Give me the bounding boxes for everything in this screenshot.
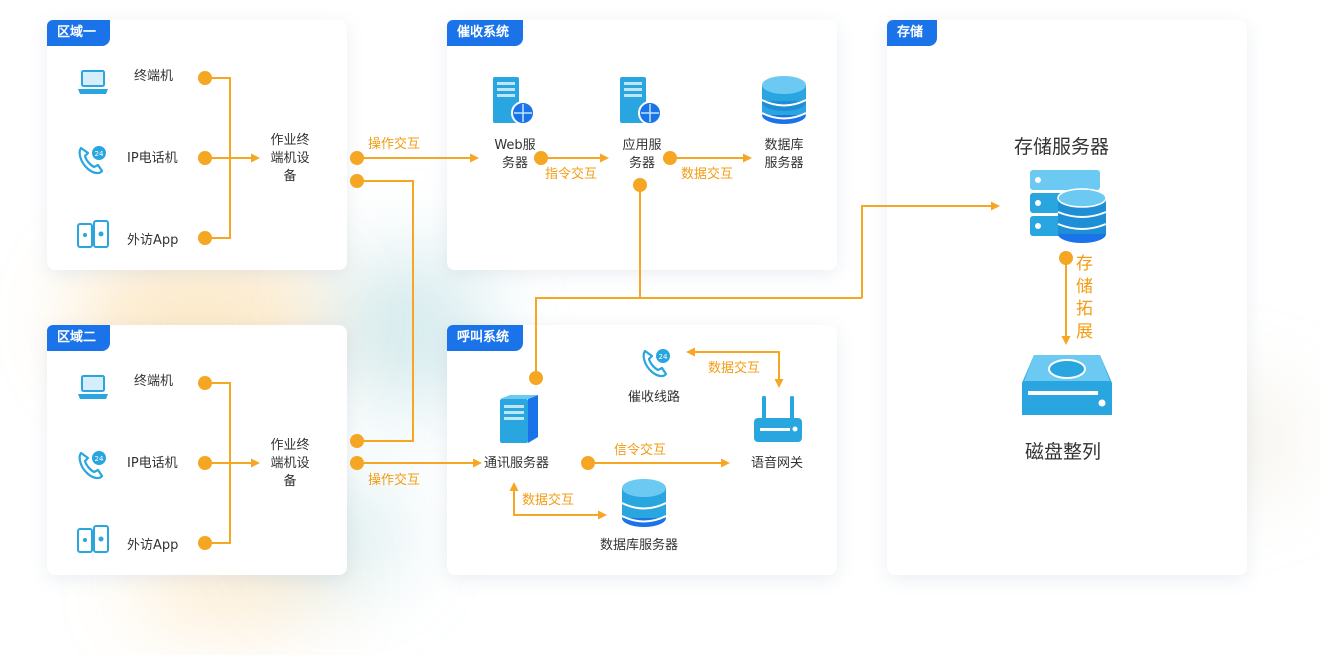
- collection-system-tag: 催收系统: [447, 20, 524, 46]
- region2-ip-phone-label: IP电话机: [127, 456, 178, 471]
- svg-text:24: 24: [95, 455, 104, 463]
- comm-server-label: 通讯服务器: [484, 456, 550, 471]
- router-gateway-icon: [754, 396, 802, 442]
- collection-system-panel: 催收系统: [447, 20, 837, 270]
- region1-terminal-label: 终端机: [134, 69, 174, 84]
- database-icon: [621, 479, 667, 527]
- storage-server-label: 存储服务器: [1014, 136, 1110, 158]
- region2-tag: 区域二: [47, 325, 111, 351]
- collection-line-label: 催收线路: [628, 390, 681, 405]
- ip-phone-icon: 24: [642, 349, 670, 378]
- region1-app-label: 外访App: [127, 233, 179, 248]
- svg-text:24: 24: [659, 353, 668, 361]
- op-interaction-label-top: 操作交互: [368, 137, 421, 152]
- region2-app-label: 外访App: [127, 538, 179, 553]
- ip-phone-icon: 24: [78, 451, 106, 480]
- laptop-icon: [78, 70, 108, 94]
- data-interaction-label-line: 数据交互: [708, 361, 761, 376]
- ip-phone-icon: 24: [78, 146, 106, 175]
- call-db-server-label: 数据库服务器: [600, 538, 679, 553]
- data-interaction-label-collection: 数据交互: [681, 167, 734, 182]
- call-system-tag: 呼叫系统: [447, 325, 524, 351]
- database-icon: [761, 76, 807, 124]
- collection-db-label: 数据库服务器: [764, 138, 804, 171]
- laptop-icon: [78, 375, 108, 399]
- data-interaction-label-db: 数据交互: [522, 493, 575, 508]
- signal-interaction-label: 信令交互: [614, 443, 667, 458]
- region1-device-label: 作业终端机设备: [270, 133, 310, 184]
- disk-array-icon: [1022, 355, 1112, 415]
- web-server-label: Web服务器: [494, 138, 536, 171]
- command-interaction-label: 指令交互: [545, 167, 598, 182]
- storage-expand-label: 存储 拓展: [1076, 254, 1093, 342]
- app-server-icon: [620, 77, 662, 125]
- mobile-app-icon: [77, 525, 109, 553]
- region1-ip-phone-label: IP电话机: [127, 151, 178, 166]
- op-interaction-label-bottom: 操作交互: [368, 473, 421, 488]
- web-server-icon: [493, 77, 535, 125]
- mobile-app-icon: [77, 220, 109, 248]
- disk-array-label: 磁盘整列: [1025, 441, 1102, 463]
- storage-tag: 存储: [887, 20, 938, 46]
- storage-server-icon: [1030, 170, 1107, 243]
- svg-text:24: 24: [95, 150, 104, 158]
- region1-tag: 区域一: [47, 20, 111, 46]
- app-server-label: 应用服务器: [622, 138, 662, 171]
- region2-device-label: 作业终端机设备: [270, 438, 310, 489]
- region2-terminal-label: 终端机: [134, 374, 174, 389]
- comm-server-icon: [500, 395, 538, 443]
- voice-gateway-label: 语音网关: [751, 456, 804, 471]
